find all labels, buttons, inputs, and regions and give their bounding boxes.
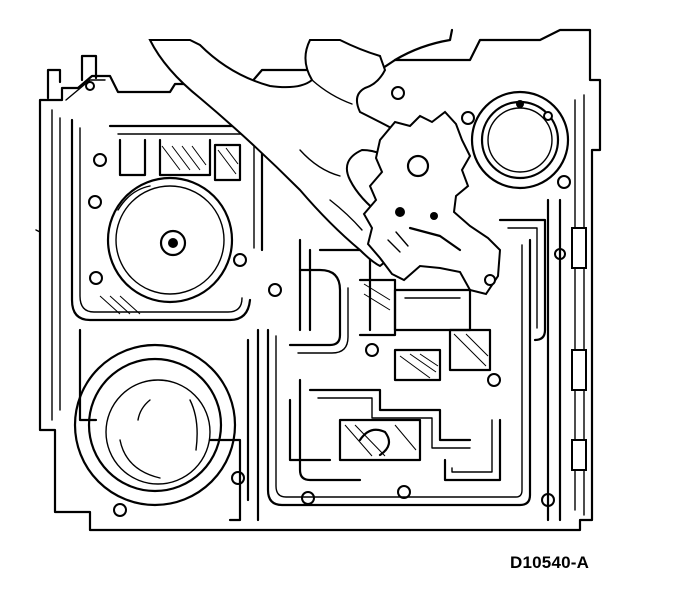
detent-lever-plate [362,110,502,296]
upper-left-bore [106,176,234,304]
valve-cylinder [358,278,472,337]
upper-right-bore [470,90,570,190]
margin-mark [35,229,41,233]
figure-caption: D10540-A [510,553,590,572]
case-outline [38,28,602,532]
hatched-areas [99,145,489,457]
top-left-bracket [46,54,106,101]
bolt-holes [85,81,571,517]
lower-left-bore [73,343,237,507]
